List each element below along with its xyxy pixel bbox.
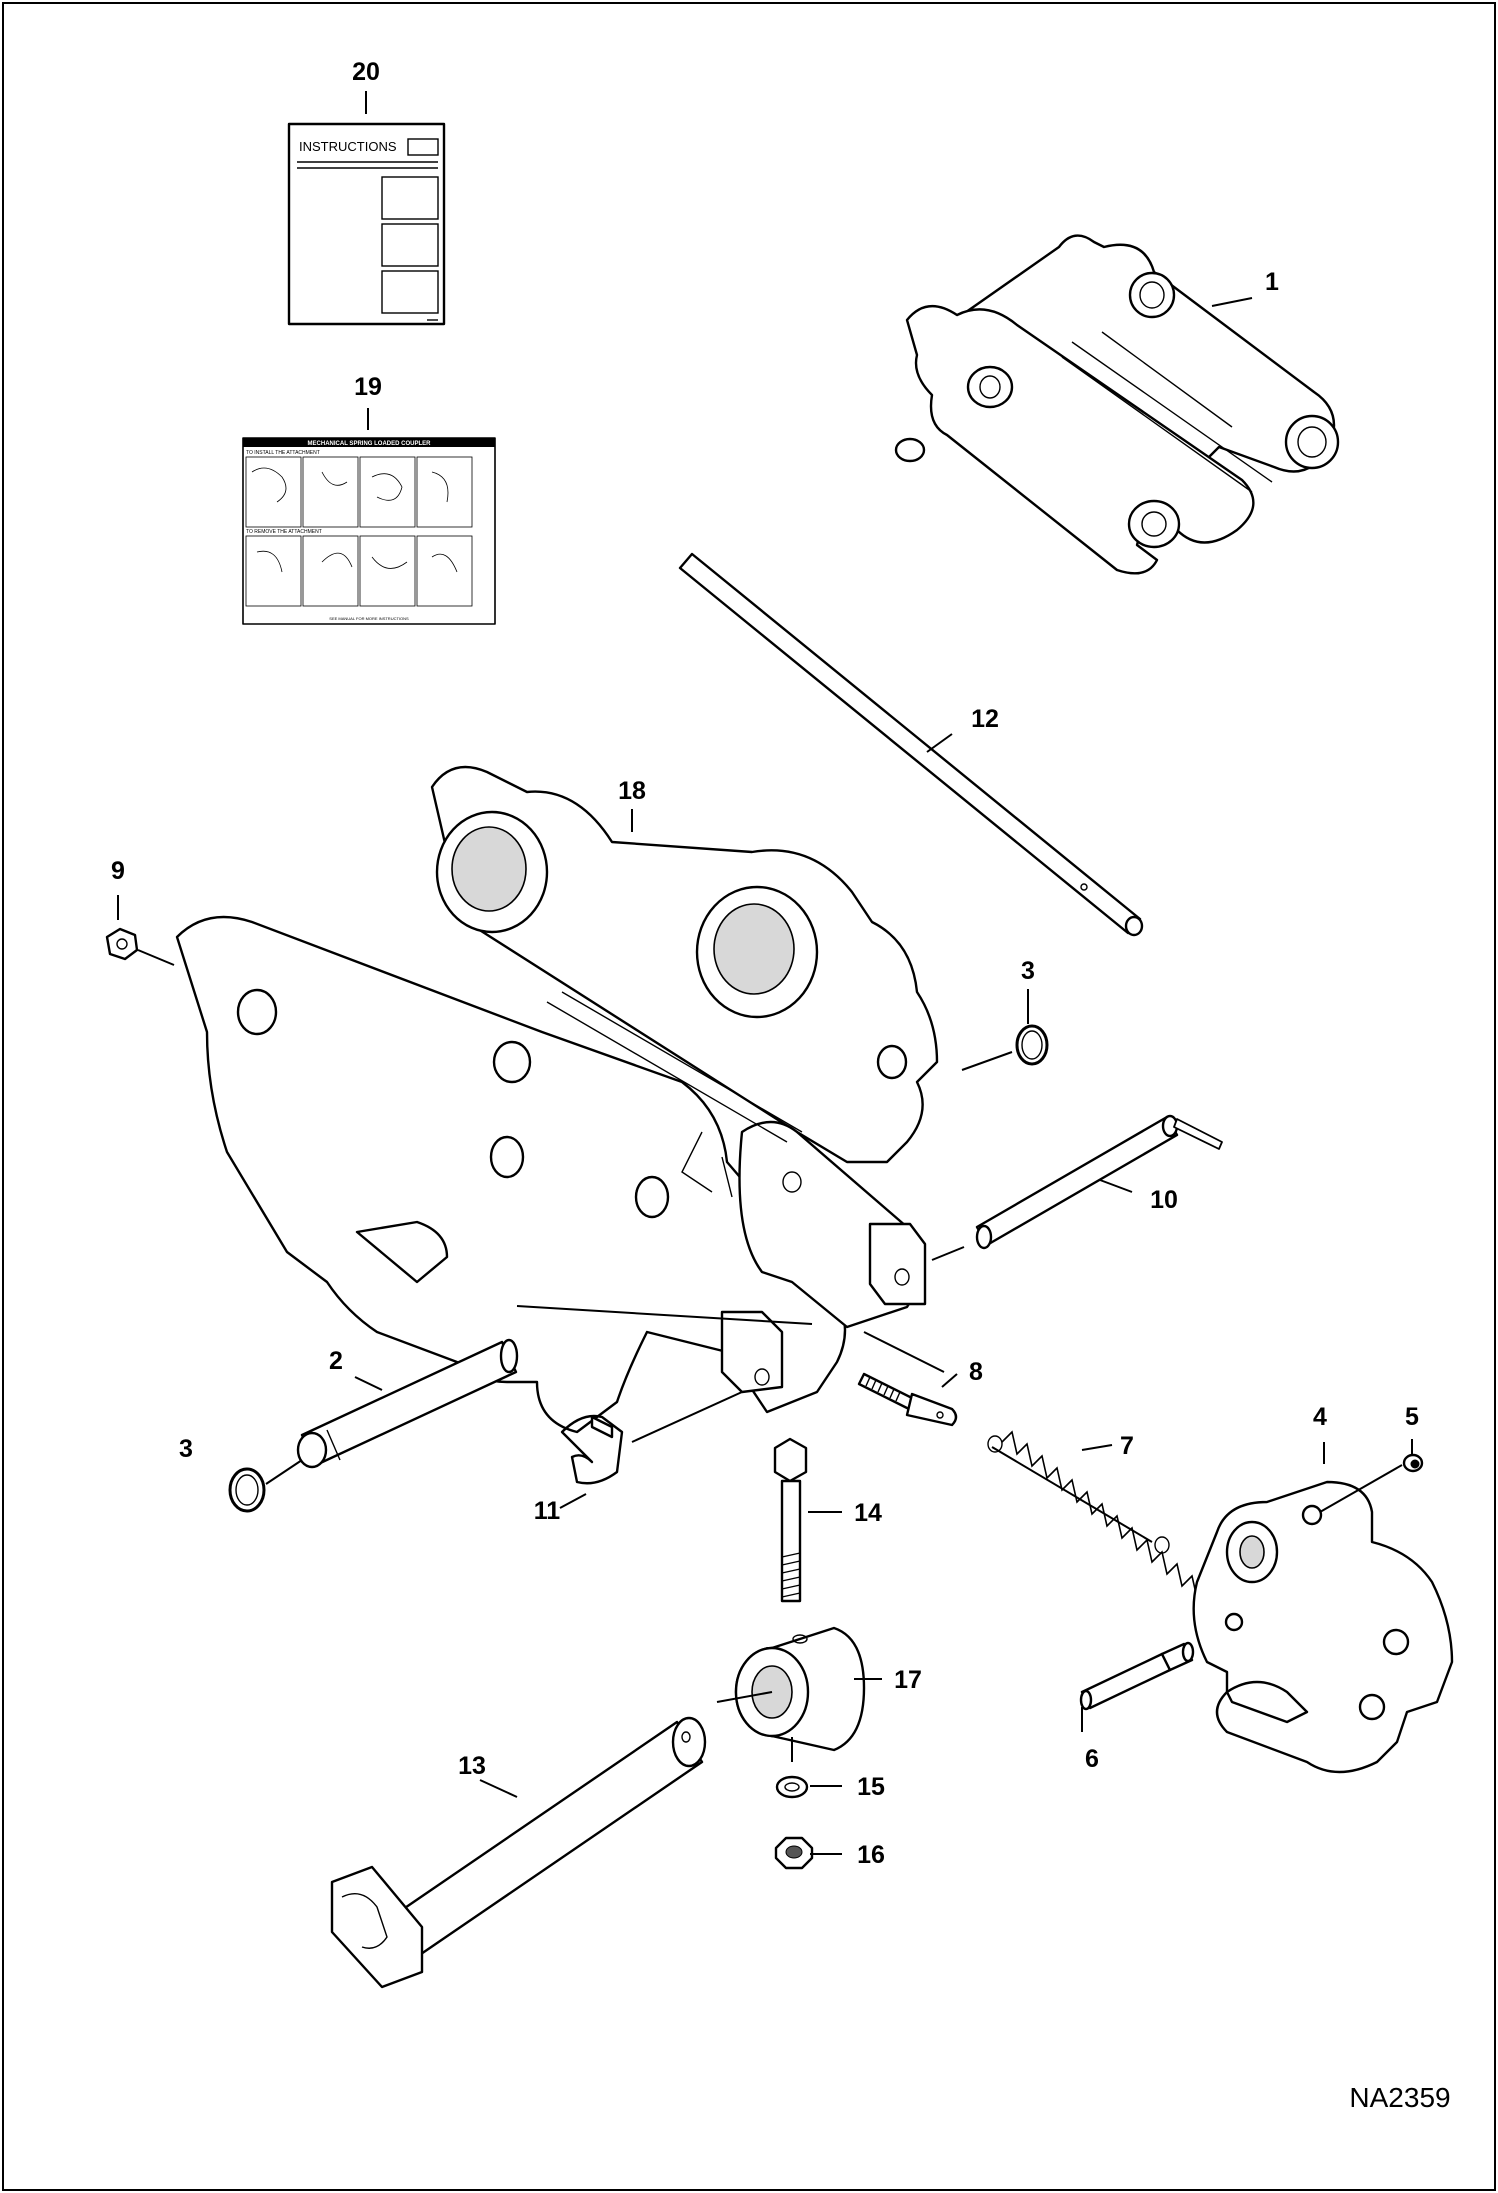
callout-2: 2 [329, 1347, 343, 1375]
coupler-assembly [894, 234, 1340, 575]
callout-6: 6 [1085, 1745, 1099, 1773]
instructions-title: INSTRUCTIONS [299, 139, 397, 154]
large-pin-13 [330, 1716, 707, 1989]
callout-3-right: 3 [1021, 957, 1035, 985]
callout-14: 14 [854, 1499, 882, 1527]
set-screw-5 [1402, 1453, 1424, 1473]
lock-washer-15 [775, 1775, 809, 1799]
instructions-card: INSTRUCTIONS [287, 122, 446, 326]
figure-code: NA2359 [1349, 2082, 1450, 2113]
hex-nut-9 [105, 927, 139, 961]
hex-bolt-14 [773, 1437, 808, 1603]
callout-16: 16 [857, 1841, 885, 1869]
callout-5: 5 [1405, 1403, 1419, 1431]
callout-4: 4 [1313, 1403, 1327, 1431]
snap-ring-right [1015, 1024, 1049, 1066]
callout-18: 18 [618, 777, 646, 805]
spring-clip-11 [560, 1414, 624, 1485]
callout-12: 12 [971, 705, 999, 733]
coupler-pin-2 [296, 1338, 519, 1469]
coupler-decal: MECHANICAL SPRING LOADED COUPLER TO INST… [242, 437, 496, 625]
snap-ring-left [228, 1467, 266, 1513]
callout-15: 15 [857, 1773, 885, 1801]
leader-lines [117, 91, 1413, 1855]
pin-6 [1079, 1641, 1195, 1711]
decal-remove-heading: TO REMOVE THE ATTACHMENT [246, 529, 322, 535]
decal-title: MECHANICAL SPRING LOADED COUPLER [308, 441, 432, 447]
callout-17: 17 [894, 1666, 922, 1694]
callout-10: 10 [1150, 1186, 1178, 1214]
callout-19: 19 [354, 373, 382, 401]
callout-8: 8 [969, 1358, 983, 1386]
hex-nut-16 [774, 1836, 814, 1870]
long-rod [678, 552, 1144, 937]
coil-spring-7 [987, 1430, 1228, 1623]
callout-20: 20 [352, 58, 380, 86]
callout-11: 11 [534, 1497, 561, 1525]
lever-pin [975, 1114, 1223, 1250]
lock-bracket-4 [1192, 1480, 1454, 1774]
callout-7: 7 [1120, 1432, 1134, 1460]
threaded-rod-8 [857, 1372, 958, 1427]
callout-3-left: 3 [179, 1435, 193, 1463]
callout-1: 1 [1265, 268, 1279, 296]
decal-footer: SEE MANUAL FOR MORE INSTRUCTIONS [329, 616, 409, 621]
decal-install-heading: TO INSTALL THE ATTACHMENT [246, 450, 320, 456]
callout-13: 13 [458, 1752, 486, 1780]
callout-9: 9 [111, 857, 125, 885]
main-coupler [175, 765, 939, 1434]
callouts: 20 19 1 12 18 9 3 10 2 8 3 7 4 5 11 14 1… [111, 58, 1419, 1869]
collar-17 [734, 1626, 866, 1752]
